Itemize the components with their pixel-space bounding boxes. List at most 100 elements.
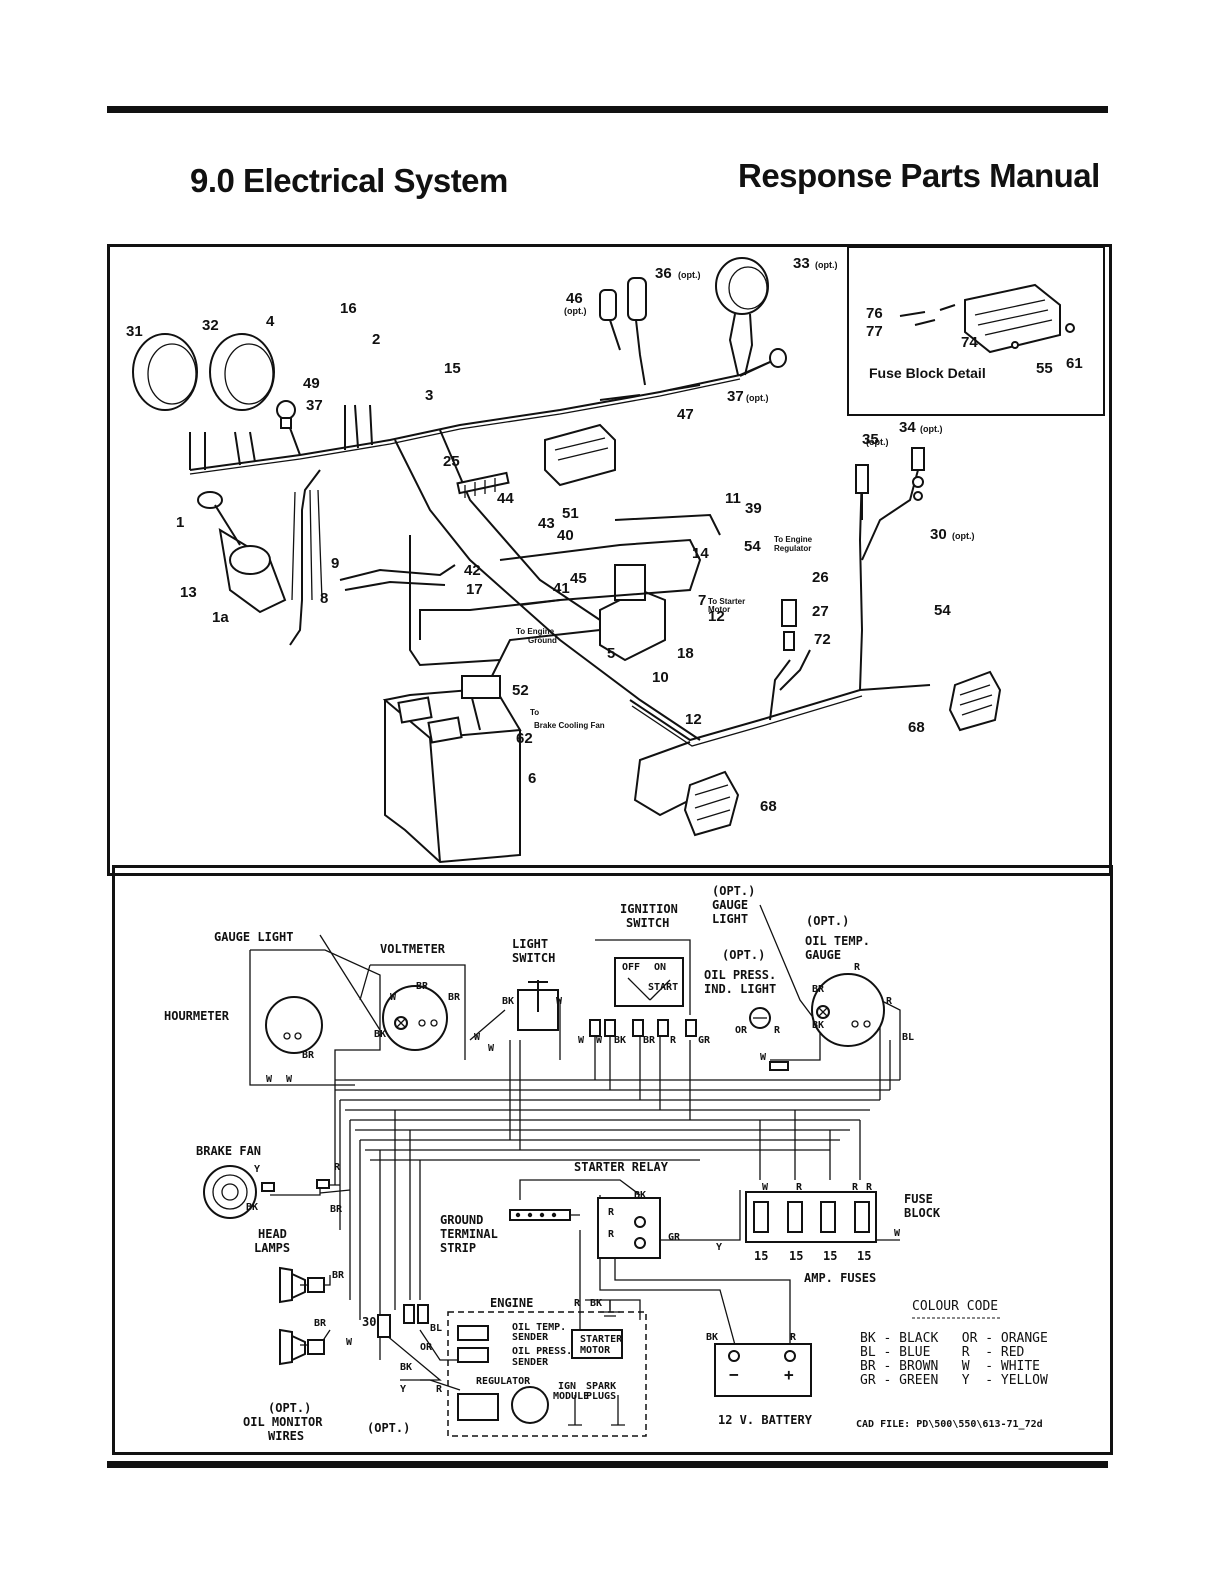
label-starter-motor-1: STARTER xyxy=(580,1334,623,1345)
battery-minus: − xyxy=(729,1365,739,1384)
callout-1a: 1a xyxy=(212,609,229,626)
opt-oil-temp-gauge xyxy=(715,257,769,376)
terminal-strip-part xyxy=(456,471,510,498)
wire-code: W xyxy=(266,1074,273,1085)
callout-16: 16 xyxy=(340,300,357,317)
wire-code: R xyxy=(866,1182,873,1193)
oil-temp-gauge-symbol xyxy=(811,973,885,1047)
manual-title: Response Parts Manual xyxy=(738,157,1100,194)
label-opt-single: (OPT.) xyxy=(367,1421,410,1435)
callout-3: 3 xyxy=(425,387,433,404)
callout-12-harness: 12 xyxy=(685,711,702,728)
callout-43: 43 xyxy=(538,515,555,532)
callout-44: 44 xyxy=(497,490,514,507)
engine-box xyxy=(447,1311,647,1437)
label-oil-press-sender-1: OIL PRESS. xyxy=(512,1346,572,1357)
label-spark-plugs-1: SPARK xyxy=(586,1381,616,1392)
main-harness xyxy=(189,361,771,471)
callout-9: 9 xyxy=(331,555,339,572)
ground-cable xyxy=(409,535,561,667)
fuse-block-detail-frame xyxy=(847,246,1105,416)
bottom-rule xyxy=(107,1461,1108,1468)
opt-35: (opt.) xyxy=(866,437,889,447)
callout-34: 34 xyxy=(899,419,916,436)
label-voltmeter: VOLTMETER xyxy=(380,942,446,956)
opt-46: (opt.) xyxy=(564,306,587,316)
callout-1: 1 xyxy=(176,514,184,531)
ignition-connectors xyxy=(589,1019,697,1037)
wire-code: BR xyxy=(643,1035,656,1046)
callout-39: 39 xyxy=(745,500,762,517)
oil-sender-34 xyxy=(911,447,925,501)
callout-33: 33 xyxy=(793,255,810,272)
opt-33: (opt.) xyxy=(815,260,838,270)
note-to-starter-motor-1: To Starter xyxy=(708,597,745,606)
label-start: START xyxy=(648,982,678,993)
wire-code: Y xyxy=(254,1164,260,1175)
wire-code: BK xyxy=(706,1332,718,1343)
gauge-bulb xyxy=(276,400,296,429)
wire-code: GR xyxy=(668,1232,681,1243)
callout-11: 11 xyxy=(725,490,741,507)
label-oil-temp-sender-1: OIL TEMP. xyxy=(512,1322,566,1333)
wire-code: GR xyxy=(698,1035,711,1046)
callout-2: 2 xyxy=(372,331,380,348)
callout-10: 10 xyxy=(652,669,669,686)
callout-15: 15 xyxy=(444,360,461,377)
battery-plus: + xyxy=(784,1365,794,1384)
note-to-brake-fan-2: Brake Cooling Fan xyxy=(534,721,605,730)
wire-code: W xyxy=(596,1035,603,1046)
callout-74: 74 xyxy=(961,334,978,351)
wire-code: BR xyxy=(416,981,429,992)
label-opt-oil-monitor-2: OIL MONITOR xyxy=(243,1415,323,1429)
fuse-block-detail-drawing xyxy=(899,283,1075,354)
callout-54-top: 54 xyxy=(744,538,761,555)
opt-36: (opt.) xyxy=(678,270,701,280)
wire-code: R xyxy=(774,1025,781,1036)
label-starter-motor-2: MOTOR xyxy=(580,1345,611,1356)
headlamp-upper xyxy=(279,1266,306,1304)
relay-harness xyxy=(394,439,701,741)
wire-code: BR xyxy=(330,1204,343,1215)
section-title: 9.0 Electrical System xyxy=(190,162,508,199)
label-opt-oil-temp-3: GAUGE xyxy=(805,948,841,962)
label-head-lamps-1: HEAD xyxy=(258,1227,287,1241)
label-gauge-light: GAUGE LIGHT xyxy=(214,930,293,944)
fuse-block-part xyxy=(544,423,616,487)
fuse-block-detail-caption: Fuse Block Detail xyxy=(869,365,986,381)
callout-47: 47 xyxy=(677,406,694,423)
oil-monitor-30 xyxy=(377,1314,391,1338)
wire-code: OR xyxy=(420,1342,433,1353)
fuse-rating-2: 15 xyxy=(789,1249,803,1263)
note-to-engine-ground-1: To Engine xyxy=(516,627,555,636)
wire-code: W xyxy=(474,1032,481,1043)
note-to-engine-ground-2: Ground xyxy=(528,636,557,645)
ignition-switch-symbol xyxy=(614,957,684,1007)
wire-code: BL xyxy=(430,1323,442,1334)
opt-34: (opt.) xyxy=(920,424,943,434)
wire-code: W xyxy=(488,1043,495,1054)
wire-code: BR xyxy=(314,1318,327,1329)
opt-oil-press-light xyxy=(599,277,647,386)
label-oil-press-sender-2: SENDER xyxy=(512,1357,549,1368)
label-ignition-switch-1: IGNITION xyxy=(620,902,678,916)
wire-codes: BR BR BK W W W BR BK W W W W W BK BR R G… xyxy=(246,962,914,1395)
label-hourmeter: HOURMETER xyxy=(164,1009,230,1023)
wire-code: OR xyxy=(735,1025,748,1036)
callout-55: 55 xyxy=(1036,360,1053,377)
schematic-labels: GAUGE LIGHT VOLTMETER LIGHT SWITCH IGNIT… xyxy=(164,884,1043,1443)
label-ign-module-2: MODULE xyxy=(553,1391,589,1402)
callout-68-right: 68 xyxy=(908,719,925,736)
colour-code-row: BL - BLUE R - RED xyxy=(860,1345,1025,1360)
callout-68-left: 68 xyxy=(760,798,777,815)
wire-code: W xyxy=(894,1228,901,1239)
callout-49: 49 xyxy=(303,375,320,392)
label-fuse-block-2: BLOCK xyxy=(904,1206,941,1220)
callout-35: 35 xyxy=(862,431,879,448)
wire-code: R xyxy=(608,1229,615,1240)
callout-14: 14 xyxy=(692,545,709,562)
callout-18: 18 xyxy=(677,645,694,662)
battery-symbol xyxy=(714,1343,812,1397)
